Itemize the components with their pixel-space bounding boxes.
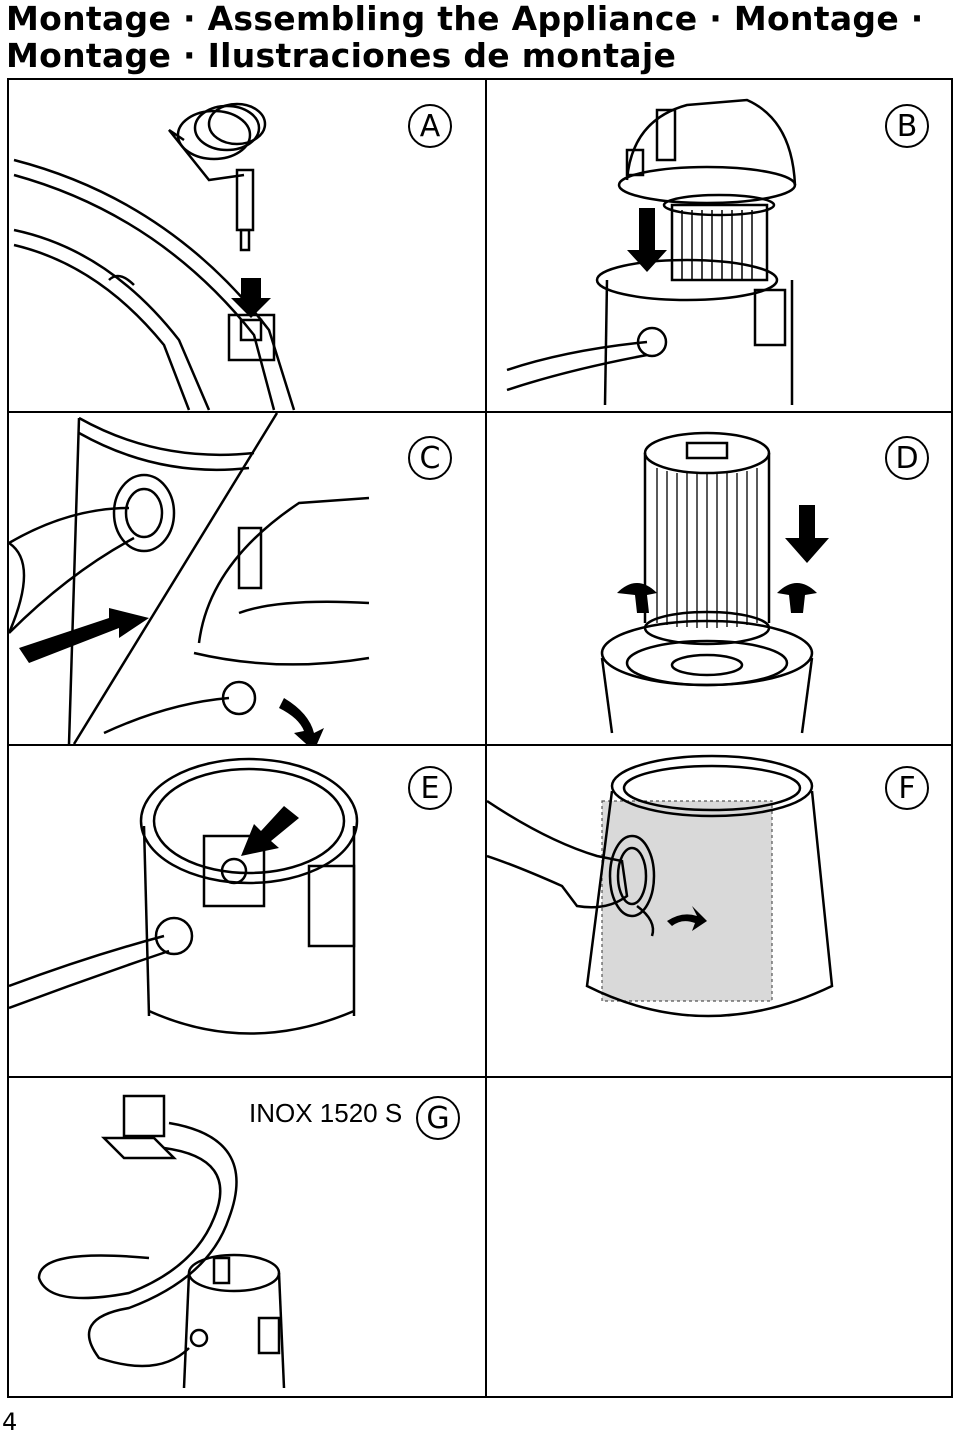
page-title: Montage · Assembling the Appliance · Mon… — [6, 0, 924, 74]
panel-b-illustration — [506, 98, 797, 406]
grid-divider-row2 — [9, 744, 951, 746]
panel-c-illustration — [9, 413, 370, 744]
title-line-1: Montage · Assembling the Appliance · Mon… — [6, 0, 924, 38]
title-line-2: Montage · Ilustraciones de montaje — [6, 36, 677, 75]
panel-label-g: G — [416, 1096, 460, 1140]
panel-f-illustration — [487, 754, 834, 1018]
panel-a: A — [9, 80, 485, 411]
panel-g: INOX 1520 S G — [9, 1078, 485, 1396]
grid-divider-row3 — [9, 1076, 951, 1078]
panel-label-d: D — [885, 436, 929, 480]
grid-divider-row1 — [9, 411, 951, 413]
page-number: 4 — [2, 1408, 18, 1436]
panel-label-a: A — [408, 104, 452, 148]
panel-a-illustration — [13, 102, 296, 411]
panel-d-illustration — [600, 431, 829, 734]
grid-divider-vertical — [485, 80, 487, 1396]
panel-label-f: F — [885, 766, 929, 810]
panel-label-b: B — [885, 104, 929, 148]
panel-empty — [487, 1078, 951, 1396]
panel-c: C — [9, 413, 485, 744]
model-name: INOX 1520 S — [249, 1098, 403, 1128]
illustration-grid: A — [7, 78, 953, 1398]
panel-g-illustration — [37, 1094, 286, 1389]
panel-b: B — [487, 80, 951, 411]
panel-e: E — [9, 746, 485, 1076]
panel-label-e: E — [408, 766, 452, 810]
panel-e-illustration — [9, 757, 359, 1035]
panel-f: F — [487, 746, 951, 1076]
panel-d: D — [487, 413, 951, 744]
panel-label-c: C — [408, 436, 452, 480]
